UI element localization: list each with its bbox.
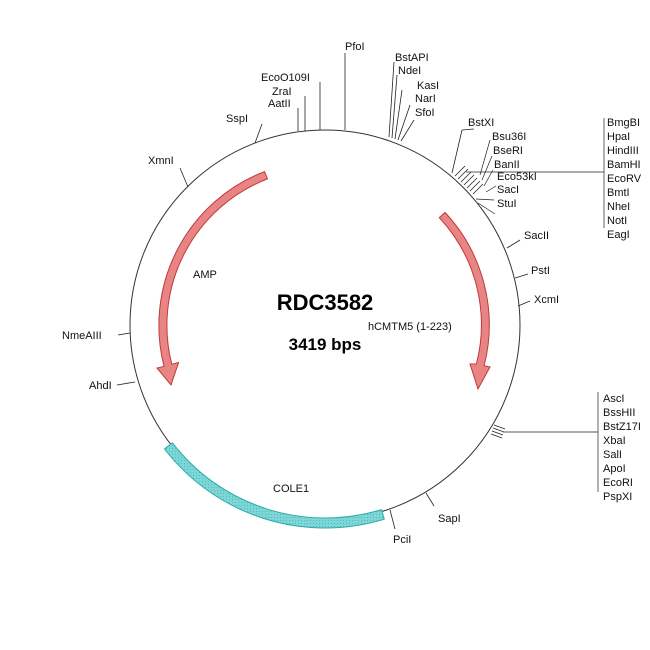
site-label-eagi: EagI (607, 229, 630, 241)
site-label-ecorv: EcoRV (607, 173, 642, 185)
site-label-ecori: EcoRI (603, 477, 633, 489)
site-label-eco53ki: Eco53kI (497, 171, 537, 183)
feature-hcmtm5-arrow[interactable] (438, 211, 491, 391)
site-label-xcmi: XcmI (534, 294, 559, 306)
site-label-bsshii: BssHII (603, 407, 635, 419)
site-label-zrai: ZraI (272, 86, 292, 98)
site-label-bstz17i: BstZ17I (603, 421, 641, 433)
site-label-sali: SalI (603, 449, 622, 461)
site-label-nmeaiii: NmeAIII (62, 330, 102, 342)
feature-label-amp: AMP (193, 269, 217, 281)
feature-label-cole1: COLE1 (273, 483, 309, 495)
site-label-bseri: BseRI (493, 145, 523, 157)
site-label-nhei: NheI (607, 201, 630, 213)
site-label-apoi: ApoI (603, 463, 626, 475)
site-label-saci: SacI (497, 184, 519, 196)
site-label-bamhi: BamHI (607, 159, 641, 171)
site-label-pspxi: PspXI (603, 491, 632, 503)
site-label-asci: AscI (603, 393, 624, 405)
site-label-aatii: AatII (268, 98, 291, 110)
site-label-psti: PstI (531, 265, 550, 277)
site-label-hindiii: HindIII (607, 145, 639, 157)
site-label-bmgbi: BmgBI (607, 117, 640, 129)
feature-amp-arrow[interactable] (156, 170, 269, 387)
site-label-sfoi: SfoI (415, 107, 435, 119)
site-label-pfoi: PfoI (345, 41, 365, 53)
feature-label-hcmtm5: hCMTM5 (1-223) (368, 321, 452, 333)
feature-cole1-box[interactable] (163, 442, 385, 529)
site-label-nari: NarI (415, 93, 436, 105)
site-label-xmni: XmnI (148, 155, 174, 167)
site-label-ndei: NdeI (398, 65, 421, 77)
site-labels: PfoI BstAPI NdeI KasI NarI SfoI EcoO109I… (62, 41, 642, 546)
site-label-noti: NotI (607, 215, 627, 227)
site-label-ahdi: AhdI (89, 380, 112, 392)
site-label-pcii: PciI (393, 534, 411, 546)
site-label-sacii: SacII (524, 230, 549, 242)
site-label-sspi: SspI (226, 113, 248, 125)
site-label-stui: StuI (497, 198, 517, 210)
plasmid-name: RDC3582 (277, 290, 374, 315)
site-label-sapi: SapI (438, 513, 461, 525)
plasmid-size: 3419 bps (289, 335, 362, 354)
site-label-hpai: HpaI (607, 131, 630, 143)
site-ticks (116, 53, 605, 530)
site-label-bstxi: BstXI (468, 117, 494, 129)
site-label-xbai: XbaI (603, 435, 626, 447)
site-label-bsu36i: Bsu36I (492, 131, 526, 143)
site-label-bmti: BmtI (607, 187, 630, 199)
site-label-banii: BanII (494, 159, 520, 171)
site-label-ecoo109i: EcoO109I (261, 72, 310, 84)
site-label-bstapi: BstAPI (395, 52, 429, 64)
site-label-kasi: KasI (417, 80, 439, 92)
